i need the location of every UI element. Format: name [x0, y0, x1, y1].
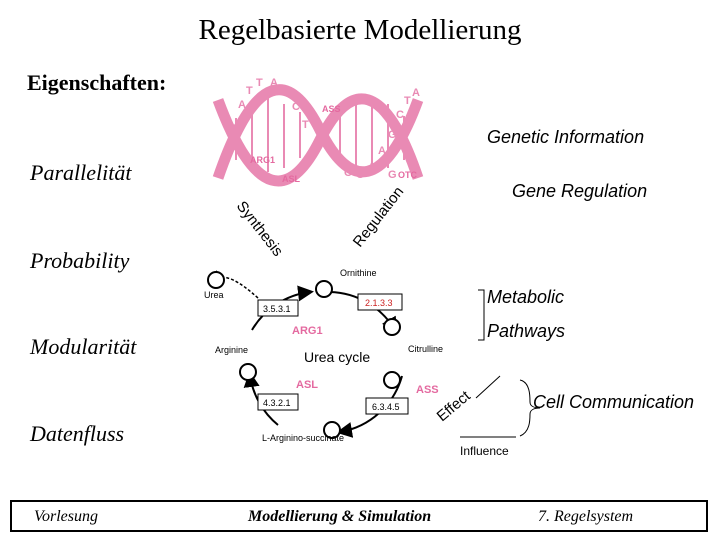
enzyme-arg1: ARG1 — [292, 325, 323, 337]
dna-base-letter: T — [302, 119, 309, 131]
dna-base-letter: A — [270, 77, 278, 89]
label-cell-communication: Cell Communication — [533, 392, 695, 412]
footer-center: Modellierung & Simulation — [248, 508, 432, 525]
dna-base-letter: A — [412, 87, 420, 99]
dna-label-otc: OTC — [398, 170, 417, 180]
label-genetic-information: Genetic Information — [487, 127, 645, 147]
metabolite-arginino-succinate: L-Arginino-succinate — [262, 433, 344, 443]
enzyme-ass: ASS — [416, 384, 439, 396]
dna-base-letter: A — [238, 99, 246, 111]
label-pathways: Pathways — [487, 321, 566, 341]
dna-base-letter: T — [230, 123, 237, 135]
ec-number-4-3-2-1: 4.3.2.1 — [263, 398, 291, 408]
label-regulation: Regulation — [350, 183, 408, 250]
dna-base-letter: T — [256, 77, 263, 89]
label-metabolic: Metabolic — [487, 287, 565, 307]
label-influence: Influence — [460, 444, 509, 458]
label-gene-regulation: Gene Regulation — [512, 181, 648, 201]
metabolite-citrulline: Citrulline — [408, 344, 443, 354]
ec-number-6-3-4-5: 6.3.4.5 — [372, 402, 400, 412]
urea-cycle-diagram: Ornithine Citrulline L-Arginino-succinat… — [204, 268, 443, 443]
metabolite-urea: Urea — [204, 290, 224, 300]
enzyme-asl: ASL — [296, 379, 318, 391]
property-modularitaet: Modularität — [30, 334, 137, 359]
node-circle — [383, 371, 401, 389]
footer-bar — [10, 500, 708, 532]
ec-number-2-1-3-3: 2.1.3.3 — [365, 298, 393, 308]
dna-base-letter: C — [396, 109, 404, 121]
property-parallelitaet: Parallelität — [30, 160, 132, 185]
dna-label-ass: ASS — [322, 104, 341, 114]
dna-base-letter: C — [356, 169, 364, 181]
metabolite-ornithine: Ornithine — [340, 268, 377, 278]
dna-base-letter: C — [344, 167, 352, 179]
dna-label-asl: ASL — [282, 174, 301, 184]
node-circle — [207, 271, 225, 289]
dna-base-letter: G — [388, 169, 397, 181]
dna-base-letter: C — [292, 101, 300, 113]
dna-base-letter: T — [246, 85, 253, 97]
node-circle — [239, 363, 257, 381]
node-circle — [315, 280, 333, 298]
dna-base-letter: A — [368, 161, 376, 173]
dna-base-letter: T — [404, 95, 411, 107]
node-circle — [383, 318, 401, 336]
property-probability: Probability — [30, 248, 130, 273]
footer-right: 7. Regelsystem — [538, 508, 634, 525]
section-heading: Eigenschaften: — [27, 70, 167, 95]
dna-base-letter: G — [332, 151, 341, 163]
dna-base-letter: A — [378, 145, 386, 157]
dna-label-arg1: ARG1 — [250, 155, 275, 165]
page-title: Regelbasierte Modellierung — [198, 14, 522, 46]
footer-left: Vorlesung — [34, 508, 98, 525]
dna-base-letter: A — [222, 153, 230, 165]
dna-base-letter: G — [282, 85, 291, 97]
dna-base-letter: G — [388, 129, 397, 141]
dna-base-letter: T — [316, 141, 323, 153]
ec-number-3-5-3-1: 3.5.3.1 — [263, 304, 291, 314]
label-synthesis: Synthesis — [233, 198, 286, 260]
metabolite-arginine: Arginine — [215, 345, 248, 355]
property-datenfluss: Datenfluss — [30, 421, 125, 446]
urea-cycle-center: Urea cycle — [304, 349, 370, 365]
node-circle — [323, 421, 341, 439]
label-effect: Effect — [434, 387, 475, 425]
